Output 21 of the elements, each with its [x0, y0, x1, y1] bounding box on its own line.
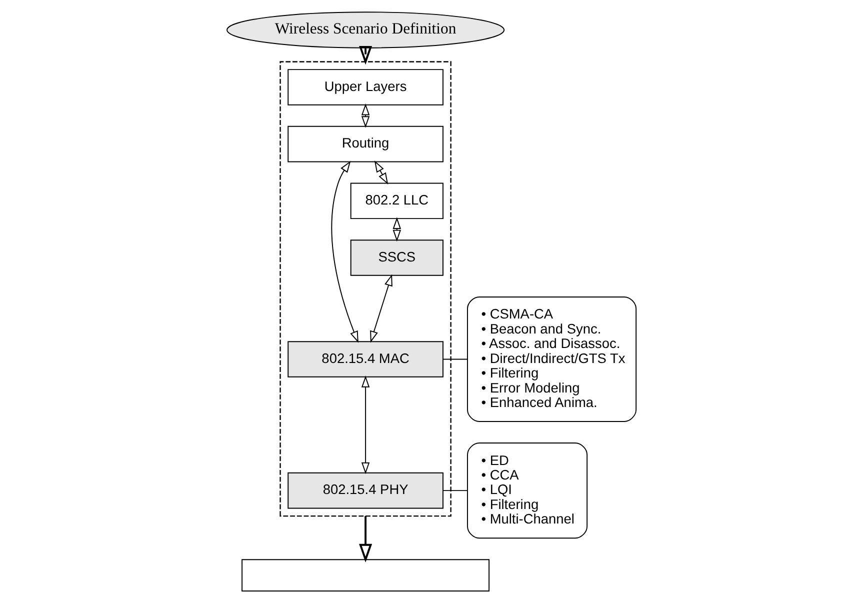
arrow	[358, 46, 372, 65]
node-box: Upper Layers	[287, 69, 443, 106]
arrow	[330, 160, 358, 343]
arrow	[392, 217, 401, 242]
cluster	[279, 61, 451, 517]
node-box: 802.15.4 PHY	[287, 472, 443, 509]
node-box: • ED • CCA • LQI • Filtering • Multi-Channel	[466, 442, 588, 539]
node-box	[241, 559, 490, 592]
arrow	[374, 160, 388, 185]
connector	[442, 358, 468, 360]
arrow	[360, 376, 370, 474]
arrow	[358, 516, 372, 563]
node-box: 802.15.4 MAC	[287, 341, 443, 378]
node-box: Routing	[287, 126, 443, 162]
node-ellipse: Wireless Scenario Definition	[226, 12, 504, 48]
connector	[442, 490, 468, 492]
arrow	[370, 274, 392, 343]
node-box: • CSMA-CA • Beacon and Sync. • Assoc. and Disassoc. • Direct/Indirect/GTS Tx • Filtering • Error Modeling • Enhanced Anima.	[466, 296, 636, 422]
node-box: SSCS	[350, 240, 443, 276]
arrow	[360, 103, 370, 128]
node-box: 802.2 LLC	[350, 182, 443, 220]
